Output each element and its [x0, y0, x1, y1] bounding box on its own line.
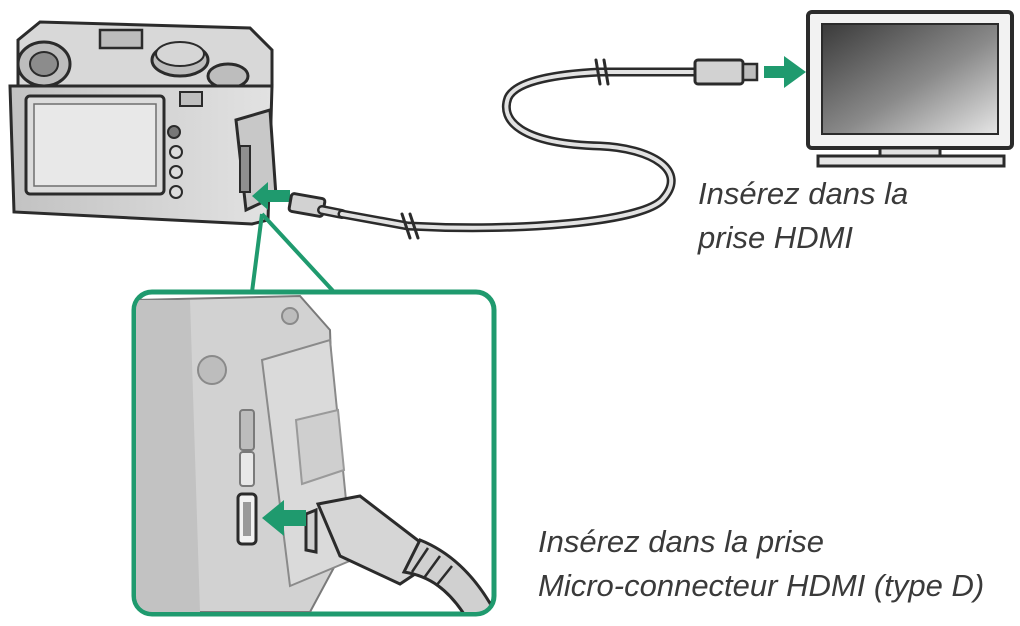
- hot-shoe: [98, 28, 144, 50]
- tv-insert-arrow: [764, 56, 806, 88]
- zoom-inset: [131, 289, 497, 617]
- television: [806, 10, 1014, 168]
- camera-caption: Insérez dans la prise Micro-connecteur H…: [538, 520, 984, 608]
- exposure-dial: [206, 62, 250, 90]
- inset-insert-arrow: [262, 500, 306, 536]
- hdmi-cable: [287, 58, 759, 240]
- micro-hdmi-port: [239, 145, 251, 193]
- tv-caption-line2: prise HDMI: [698, 220, 854, 255]
- tv-caption-line1: Insérez dans la: [698, 176, 909, 211]
- camera-caption-line1: Insérez dans la prise: [538, 524, 825, 559]
- camera-caption-line2: Micro-connecteur HDMI (type D): [538, 568, 985, 603]
- tv-stand: [816, 154, 1006, 168]
- tv-screen: [821, 23, 999, 135]
- hdmi-plug: [693, 58, 745, 86]
- camera: [8, 20, 290, 226]
- callout-lines: [250, 212, 336, 294]
- camera-insert-arrow: [252, 182, 290, 210]
- tv-caption: Insérez dans la prise HDMI: [698, 172, 908, 260]
